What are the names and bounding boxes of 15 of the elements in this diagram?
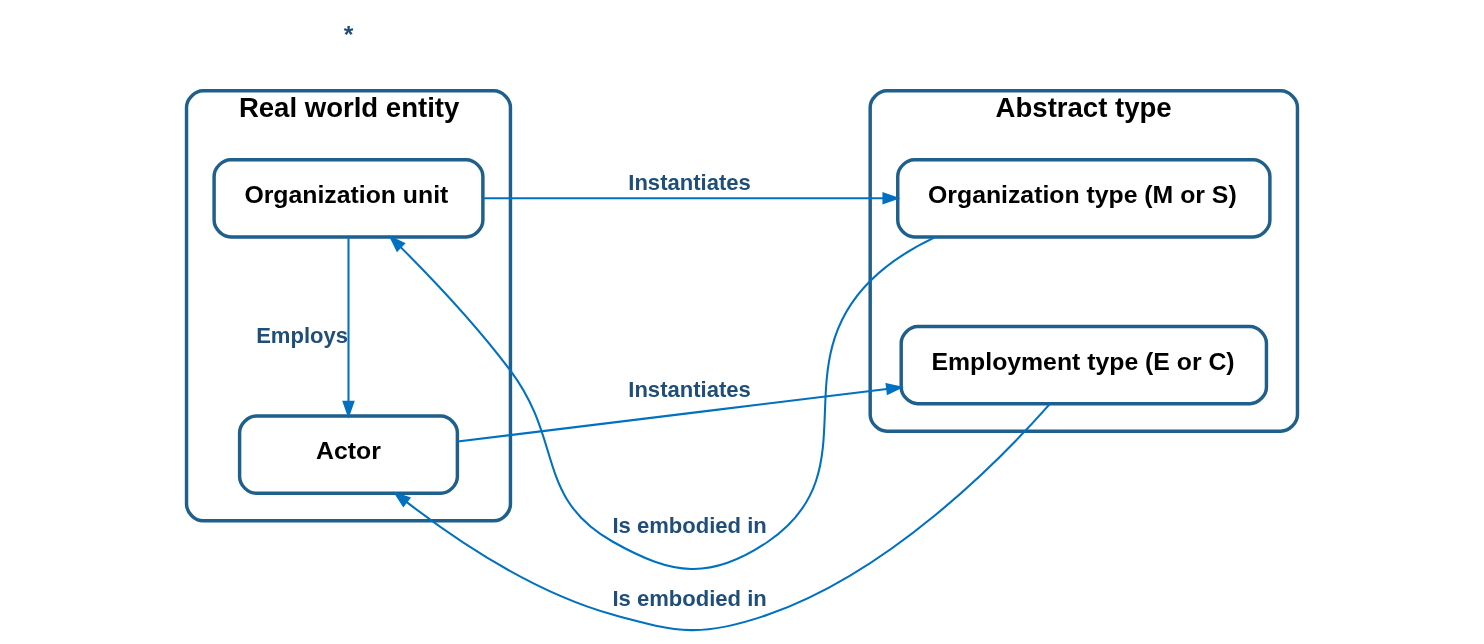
edge-label: Instantiates <box>628 376 751 402</box>
edge-label: Employs <box>256 322 349 348</box>
edge-label: Is embodied in <box>612 512 767 538</box>
node-box: Organization type (M or S) <box>896 158 1272 239</box>
node-box: Actor <box>237 414 460 495</box>
arrow <box>457 382 904 443</box>
arrow <box>388 235 936 570</box>
node-box: Employment type (E or C) <box>899 324 1269 406</box>
node-box: Organization unit <box>212 158 485 239</box>
edge-label: Is embodied in <box>612 586 767 612</box>
label: * <box>343 21 354 49</box>
edge-label: Instantiates <box>628 169 751 195</box>
arrow <box>393 403 1051 632</box>
arrow <box>342 236 355 419</box>
arrow <box>482 192 901 205</box>
